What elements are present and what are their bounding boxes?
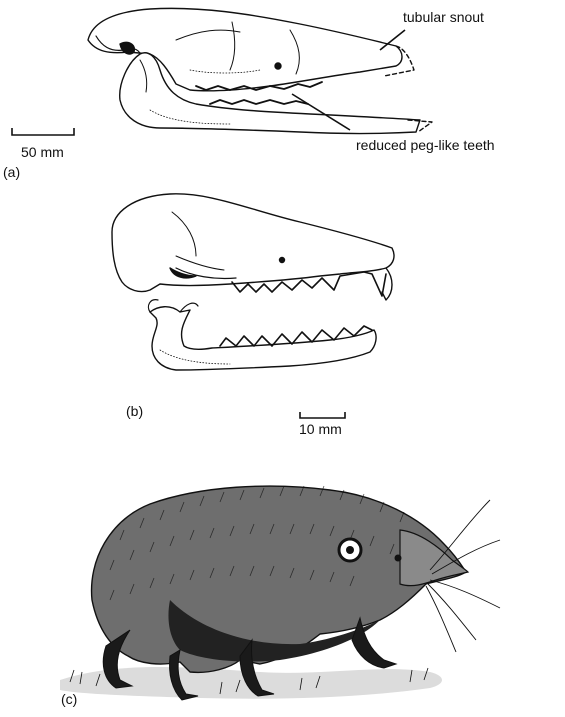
skull-b-mandible — [150, 307, 376, 370]
panel-a-label: (a) — [3, 165, 20, 179]
annotation-reduced-peg-like-teeth: reduced peg-like teeth — [356, 138, 495, 152]
annotation-tubular-snout: tubular snout — [403, 10, 484, 24]
panel-b-skull — [112, 194, 394, 300]
scale-bar-a-label: 50 mm — [21, 145, 64, 159]
panel-b-mandible — [148, 300, 376, 370]
panel-c-animal — [60, 486, 500, 700]
panel-b-label: (b) — [126, 404, 143, 418]
animal-front-leg — [352, 618, 396, 668]
scale-bar-b — [300, 412, 345, 418]
animal-eye — [395, 555, 402, 562]
panel-a-skull — [88, 8, 432, 133]
panel-c-label: (c) — [61, 692, 77, 706]
scale-bar-a — [12, 128, 74, 135]
skull-a-lower-teeth — [210, 100, 308, 104]
skull-b-cranium — [112, 194, 394, 292]
scale-bar-b-label: 10 mm — [299, 422, 342, 436]
